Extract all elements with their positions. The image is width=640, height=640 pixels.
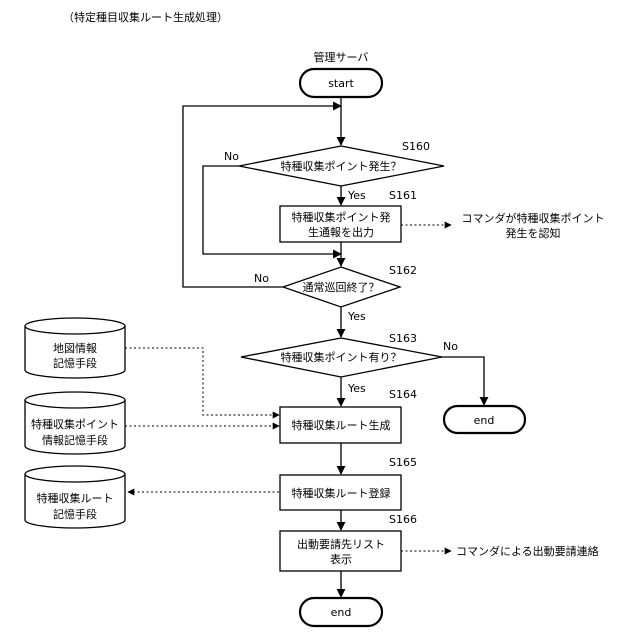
store-map-line2: 記憶手段 [53,356,97,370]
s161-text-line1: 特種収集ポイント発 [292,210,391,224]
s163-text: 特種収集ポイント有り？ [281,350,402,364]
s166-step-id: S166 [389,513,417,526]
s160-no-label: No [224,150,239,163]
store-route-line2: 記憶手段 [53,507,97,521]
s165-step-id: S165 [389,456,417,469]
note-commander-dispatch: コマンダによる出動要請連絡 [456,544,599,558]
s162-text: 通常巡回終了？ [303,280,380,294]
note-commander-aware-line1: コマンダが特種収集ポイント [462,211,605,225]
s163-no-label: No [443,340,458,353]
s160-step-id: S160 [402,140,430,153]
s163-yes-label: Yes [347,382,366,395]
end-label-bottom: end [331,606,352,619]
note-commander-aware-line2: 発生を認知 [506,226,561,240]
s162-yes-label: Yes [347,310,366,323]
s160-yes-label: Yes [347,189,366,202]
s164-text: 特種収集ルート生成 [292,418,391,432]
s162-step-id: S162 [389,264,417,277]
s165-text: 特種収集ルート登録 [292,486,391,500]
s166-text-line1: 出動要請先リスト [297,537,385,551]
s164-step-id: S164 [389,388,417,401]
diagram-title: （特定種目収集ルート生成処理） [63,10,228,24]
s161-text-line2: 生通報を出力 [308,225,374,239]
store-route-line1: 特種収集ルート [37,491,114,505]
s161-step-id: S161 [389,189,417,202]
store-map-line1: 地図情報 [53,342,97,355]
store-point-line1: 特種収集ポイント [31,417,119,431]
s160-text: 特種収集ポイント発生？ [281,159,402,173]
s166-text-line2: 表示 [330,552,352,566]
end-label-right: end [474,414,495,427]
s163-step-id: S163 [389,332,417,345]
arrow-s163-no [442,357,484,405]
store-point-line2: 情報記憶手段 [42,433,108,447]
lane-label: 管理サーバ [314,50,369,64]
arrow-s162-no-loop [183,106,341,287]
s162-no-label: No [254,272,269,285]
start-label: start [328,77,354,90]
